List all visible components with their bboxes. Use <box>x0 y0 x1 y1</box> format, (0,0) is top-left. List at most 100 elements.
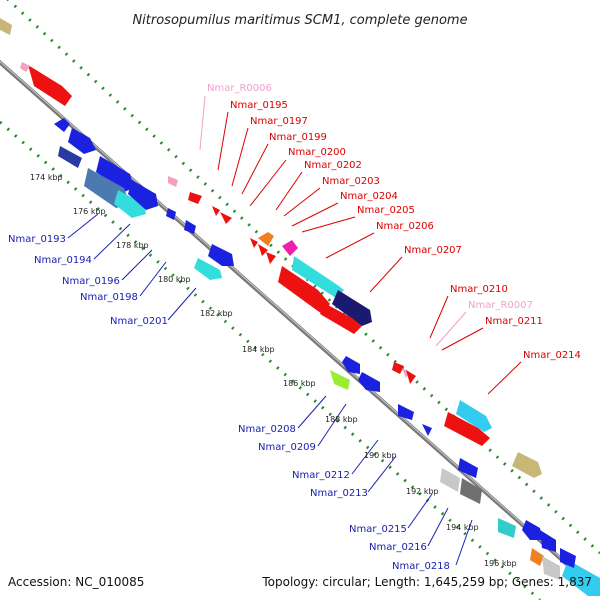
gene-label-fwd: Nmar_0210 <box>450 284 508 295</box>
tick-label: 186 kbp <box>283 379 316 388</box>
gene-rev <box>460 478 482 504</box>
tick-label: 188 kbp <box>325 415 358 424</box>
gene-fwd <box>278 266 330 314</box>
gene-fwd <box>250 238 258 248</box>
gene-fwd <box>512 452 542 478</box>
gene-rev <box>128 180 158 210</box>
gene-label-rev: Nmar_0208 <box>238 424 296 435</box>
leader-line <box>297 395 327 429</box>
gene-fwd <box>320 304 362 334</box>
gene-rev <box>68 128 96 154</box>
gene-fwd <box>28 65 72 106</box>
gene-fwd <box>282 240 298 256</box>
tick-labels: 174 kbp 176 kbp 178 kbp 180 kbp 182 kbp … <box>30 173 517 568</box>
reverse-genes <box>54 118 576 580</box>
tick-label: 176 kbp <box>73 207 106 216</box>
gene-label-rev: Nmar_0196 <box>62 276 120 287</box>
gene-label-fwd: Nmar_0205 <box>357 205 415 216</box>
forward-gene-labels: Nmar_R0006 Nmar_0195 Nmar_0197 Nmar_0199… <box>207 83 581 361</box>
tick-label: 178 kbp <box>116 241 149 250</box>
leader-line <box>217 111 229 171</box>
gene-fwd <box>444 412 490 446</box>
leader-line <box>291 202 339 227</box>
gene-fwd <box>406 370 416 384</box>
leader-line <box>369 256 403 293</box>
leader-line <box>427 507 449 547</box>
gene-label-rev: Nmar_0213 <box>310 488 368 499</box>
leader-line <box>167 287 197 321</box>
gene-label-fwd: Nmar_0204 <box>340 191 398 202</box>
tick-label: 174 kbp <box>30 173 63 182</box>
leader-line <box>367 455 397 493</box>
gene-label-fwd: Nmar_0214 <box>523 350 581 361</box>
gene-fwd <box>456 400 492 432</box>
leader-line <box>283 187 321 217</box>
gene-rev <box>498 518 516 538</box>
gene-fwd <box>332 290 372 326</box>
tick-label: 194 kbp <box>446 523 479 532</box>
gene-rev <box>114 190 146 218</box>
leader-line <box>435 311 467 347</box>
gene-rev <box>184 220 196 234</box>
gene-rev <box>358 372 380 392</box>
gene-label-rev: Nmar_0209 <box>258 442 316 453</box>
leader-line <box>407 493 433 529</box>
gene-fwd <box>0 18 12 35</box>
gene-label-rev: Nmar_0212 <box>292 470 350 481</box>
gene-rev <box>398 404 414 420</box>
gene-label-rev: Nmar_0215 <box>349 524 407 535</box>
inner-ruler-line <box>0 120 541 600</box>
gene-label-rev: Nmar_0194 <box>34 255 92 266</box>
leader-line <box>301 216 356 233</box>
gene-label-rev: Nmar_0198 <box>80 292 138 303</box>
leader-line <box>139 261 167 297</box>
leader-line <box>325 232 375 259</box>
gene-label-rev: Nmar_0218 <box>392 561 450 572</box>
gene-label-fwd: Nmar_0199 <box>269 132 327 143</box>
gene-rev <box>560 548 576 568</box>
gene-fwd <box>168 176 178 187</box>
leader-line <box>455 519 473 566</box>
tick-label: 196 kbp <box>484 559 517 568</box>
gene-label-fwd: Nmar_0203 <box>322 176 380 187</box>
genome-backbone <box>0 59 600 597</box>
leader-line <box>317 403 347 447</box>
gene-label-fwd: Nmar_0207 <box>404 245 462 256</box>
gene-fwd <box>266 252 276 264</box>
gene-fwd <box>402 368 410 378</box>
gene-fwd <box>562 560 600 596</box>
gene-fwd <box>258 232 274 246</box>
gene-label-fwd: Nmar_R0007 <box>468 300 533 311</box>
gene-label-fwd: Nmar_R0006 <box>207 83 272 94</box>
leader-line <box>441 327 484 351</box>
gene-rev <box>458 458 478 478</box>
gene-fwd <box>392 362 404 374</box>
leader-line <box>249 159 287 207</box>
gene-fwd <box>212 206 220 216</box>
leader-line <box>231 127 249 187</box>
tick-label: 192 kbp <box>406 487 439 496</box>
leader-line <box>67 213 99 239</box>
tick-label: 184 kbp <box>242 345 275 354</box>
gene-label-fwd: Nmar_0197 <box>250 116 308 127</box>
gene-rev <box>530 548 544 566</box>
gene-label-fwd: Nmar_0202 <box>304 160 362 171</box>
tick-label: 182 kbp <box>200 309 233 318</box>
topology-text: Topology: circular; Length: 1,645,259 bp… <box>261 575 592 589</box>
leader-line <box>199 95 206 151</box>
gene-rev <box>96 156 134 192</box>
leader-line <box>351 439 379 475</box>
forward-leader-lines <box>199 95 522 395</box>
gene-label-rev: Nmar_0201 <box>110 316 168 327</box>
gene-fwd <box>20 62 30 72</box>
gene-label-fwd: Nmar_0195 <box>230 100 288 111</box>
gene-rev <box>342 356 360 374</box>
tick-label: 190 kbp <box>364 451 397 460</box>
gene-rev <box>54 118 70 132</box>
gene-rev <box>540 530 556 552</box>
gene-rev <box>166 208 176 220</box>
accession-text: Accession: NC_010085 <box>8 575 144 589</box>
leader-line <box>121 249 153 281</box>
gene-rev <box>208 244 234 266</box>
